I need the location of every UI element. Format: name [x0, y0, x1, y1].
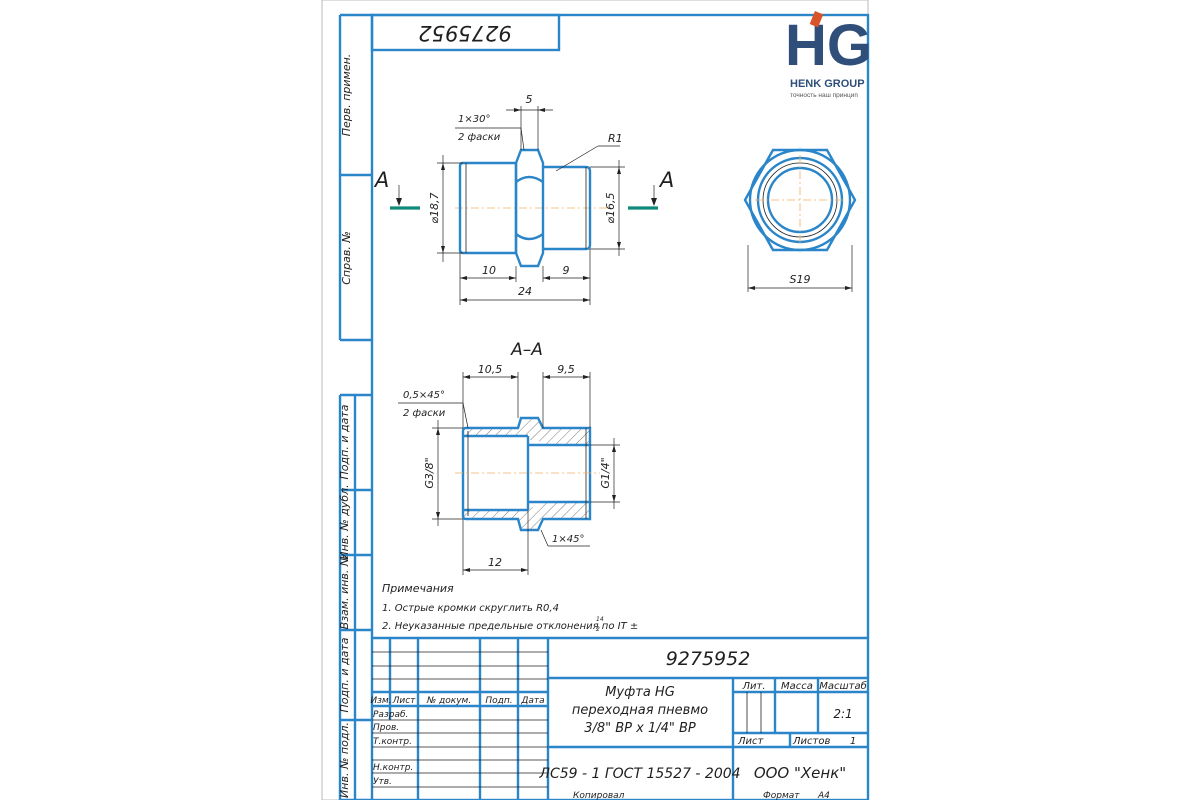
dim-12: 12	[488, 556, 502, 569]
note-2-sub: 2	[596, 626, 600, 633]
logo-company: HENK GROUP	[790, 78, 865, 90]
note-2-sup: 14	[596, 616, 604, 623]
side-label-inv-podl: Инв. № подл.	[338, 722, 351, 798]
sheet-frame	[321, 0, 870, 800]
right-body	[543, 165, 592, 251]
dim-10: 10	[482, 264, 496, 277]
part-name-2: переходная пневмо	[572, 703, 708, 718]
section-title: A–A	[510, 340, 543, 360]
end-view	[743, 148, 857, 292]
head-list: Лист	[392, 696, 417, 706]
row-razrab: Разраб.	[373, 710, 408, 720]
chamfer-note: 2 фаски	[458, 132, 501, 143]
dim-24: 24	[518, 285, 532, 298]
chamfer-1x45: 1×45°	[552, 534, 584, 545]
hex-chamfer-circle	[748, 148, 852, 252]
label-kopiroval: Копировал	[573, 791, 625, 800]
label-listov: Листов	[792, 736, 830, 747]
section-dims	[398, 372, 620, 575]
label-massa: Масса	[781, 681, 813, 692]
row-tkontr: Т.контр.	[373, 737, 412, 747]
side-label-inv-dubl: Инв. № дубл.	[338, 484, 351, 559]
section-mark-a-left: A	[373, 168, 389, 192]
inner-border	[370, 13, 870, 800]
dia-16-5: ⌀16,5	[604, 192, 617, 223]
label-list: Лист	[737, 736, 765, 747]
head-dokum: № докум.	[426, 696, 471, 706]
main-view	[455, 148, 610, 268]
radius-r1: R1	[608, 132, 623, 145]
format-value: A4	[817, 791, 830, 800]
part-name-3: 3/8" ВР х 1/4" ВР	[584, 721, 696, 736]
logo-slogan: точность наш принцип	[790, 92, 858, 99]
label-lit: Лит.	[741, 681, 765, 692]
side-strip	[338, 13, 372, 800]
logo-letters: HG	[785, 13, 872, 78]
dim-9: 9	[563, 264, 570, 277]
section-mark-a-right: A	[658, 168, 674, 192]
label-masshtab: Масштаб	[819, 680, 867, 692]
side-label-podp-data-2: Подп. и дата	[338, 637, 351, 712]
head-data: Дата	[520, 696, 544, 706]
row-nkontr: Н.контр.	[373, 763, 413, 773]
notes-title: Примечания	[382, 582, 454, 595]
hex-body	[514, 148, 545, 268]
chamfer-1x30: 1×30°	[458, 114, 490, 125]
henk-group-logo: HG HENK GROUP точность наш принцип	[785, 11, 872, 99]
top-stamp-code: 9275952	[418, 21, 512, 45]
side-label-vzam-inv: Взам. инв. №	[338, 555, 351, 630]
section-view	[455, 416, 600, 532]
title-block	[372, 636, 868, 800]
side-label-podp-data-1: Подп. и дата	[338, 404, 351, 479]
section-chamfer: 0,5×45°	[403, 390, 445, 401]
note-1: 1. Острые кромки скруглить R0,4	[382, 603, 559, 614]
dim-s19: S19	[790, 273, 811, 286]
main-view-dims	[390, 106, 658, 305]
hex-outline	[743, 148, 857, 252]
head-izm: Изм.	[370, 696, 391, 706]
scale-value: 2:1	[833, 707, 852, 721]
logo-accent	[809, 11, 824, 28]
note-2: 2. Неуказанные предельные отклонения по …	[382, 621, 638, 632]
dim-10-5: 10,5	[478, 363, 503, 376]
listov-value: 1	[850, 736, 856, 747]
part-name-1: Муфта HG	[605, 685, 675, 700]
section-chamfer-note: 2 фаски	[403, 408, 446, 419]
head-podp: Подп.	[485, 696, 512, 706]
side-label-perv-primen: Перв. примен.	[340, 54, 353, 137]
thread-g1-4: G1/4"	[599, 457, 612, 488]
dim-9-5: 9,5	[557, 363, 575, 376]
row-prov: Пров.	[373, 723, 399, 733]
top-stamp-box	[370, 13, 561, 52]
thread-g3-8: G3/8"	[423, 457, 436, 488]
dia-18-7: ⌀18,7	[428, 192, 441, 223]
section-outline	[461, 416, 592, 532]
dim-5: 5	[526, 93, 533, 106]
material: ЛС59 - 1 ГОСТ 15527 - 2004	[538, 766, 740, 782]
side-label-sprav-no: Справ. №	[340, 231, 353, 285]
title-code: 9275952	[666, 648, 751, 670]
row-utv: Утв.	[373, 777, 392, 787]
organization: ООО "Хенк"	[754, 764, 846, 782]
label-format: Формат	[763, 791, 800, 800]
